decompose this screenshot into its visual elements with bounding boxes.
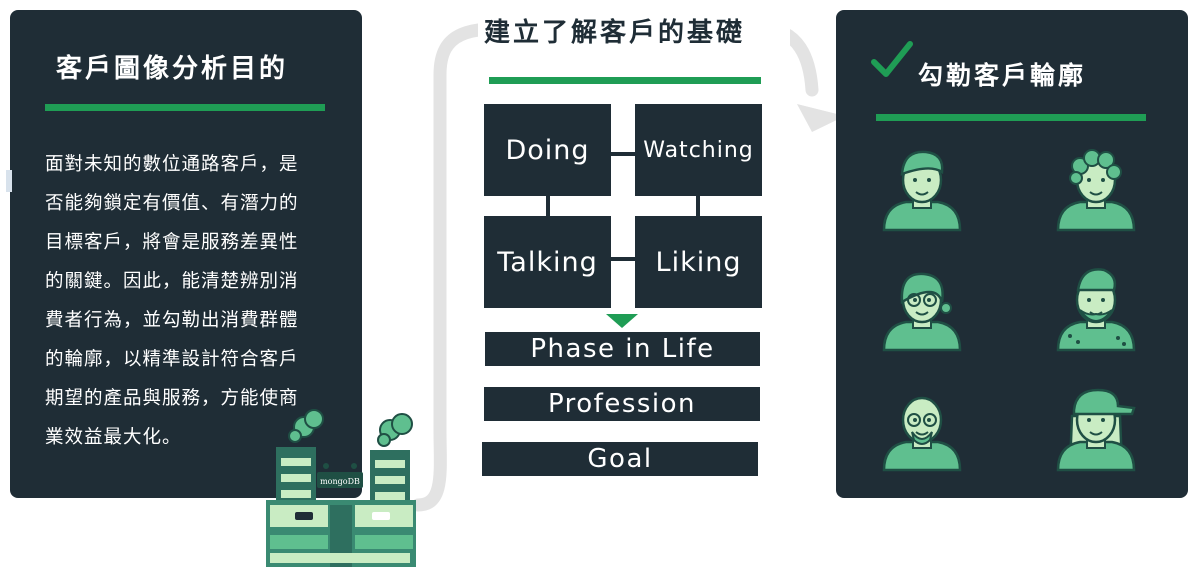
center-title: 建立了解客戶的基礎 xyxy=(478,12,790,49)
purpose-line: 的輪廓，以精準設計符合客戶 xyxy=(45,349,299,370)
person-3-icon xyxy=(882,272,962,352)
purpose-line: 面對未知的數位通路客戶，是 xyxy=(45,154,299,175)
connector-talking-liking xyxy=(610,257,636,261)
purpose-line: 業效益最大化。 xyxy=(45,427,182,448)
check-icon xyxy=(871,41,913,77)
connector-doing-watching xyxy=(610,152,636,156)
person-4-icon xyxy=(1056,268,1136,352)
flow-arrow-head xyxy=(797,104,845,132)
profile-title-underline xyxy=(876,114,1146,121)
purpose-line: 期望的產品與服務，方能使商 xyxy=(45,388,299,409)
bar-goal: Goal xyxy=(482,442,758,476)
purpose-line: 否能夠鎖定有價值、有潛力的 xyxy=(45,193,299,214)
box-watching: Watching xyxy=(635,104,762,196)
purpose-title: 客戶圖像分析目的 xyxy=(56,54,289,84)
box-doing: Doing xyxy=(484,104,611,196)
purpose-panel: 客戶圖像分析目的 面對未知的數位通路客戶，是 否能夠鎖定有價值、有潛力的 目標客… xyxy=(10,10,362,498)
person-6-icon xyxy=(1056,388,1136,472)
center-title-underline xyxy=(489,77,761,84)
purpose-line: 目標客戶，將會是服務差異性 xyxy=(45,232,299,253)
box-talking: Talking xyxy=(484,216,611,308)
connector-watching-liking xyxy=(696,195,700,217)
purpose-line: 費者行為，並勾勒出消費群體 xyxy=(45,310,299,331)
bar-profession: Profession xyxy=(484,387,760,421)
box-liking: Liking xyxy=(635,216,762,308)
purpose-title-underline xyxy=(45,104,325,111)
profile-title: 勾勒客戶輪廓 xyxy=(918,61,1087,90)
factory-sign: mongoDB xyxy=(320,477,360,486)
person-1-icon xyxy=(882,150,962,232)
purpose-text: 面對未知的數位通路客戶，是 否能夠鎖定有價值、有潛力的 目標客戶，將會是服務差異… xyxy=(45,145,335,457)
profile-panel: 勾勒客戶輪廓 xyxy=(836,10,1188,498)
bar-phase-in-life: Phase in Life xyxy=(485,332,760,366)
connector-doing-talking xyxy=(546,195,550,217)
edge-marker xyxy=(6,170,12,192)
person-5-icon xyxy=(882,396,962,472)
smoke-icon xyxy=(288,409,413,447)
purpose-line: 的關鍵。因此，能清楚辨別消 xyxy=(45,271,299,292)
person-2-icon xyxy=(1056,149,1136,232)
